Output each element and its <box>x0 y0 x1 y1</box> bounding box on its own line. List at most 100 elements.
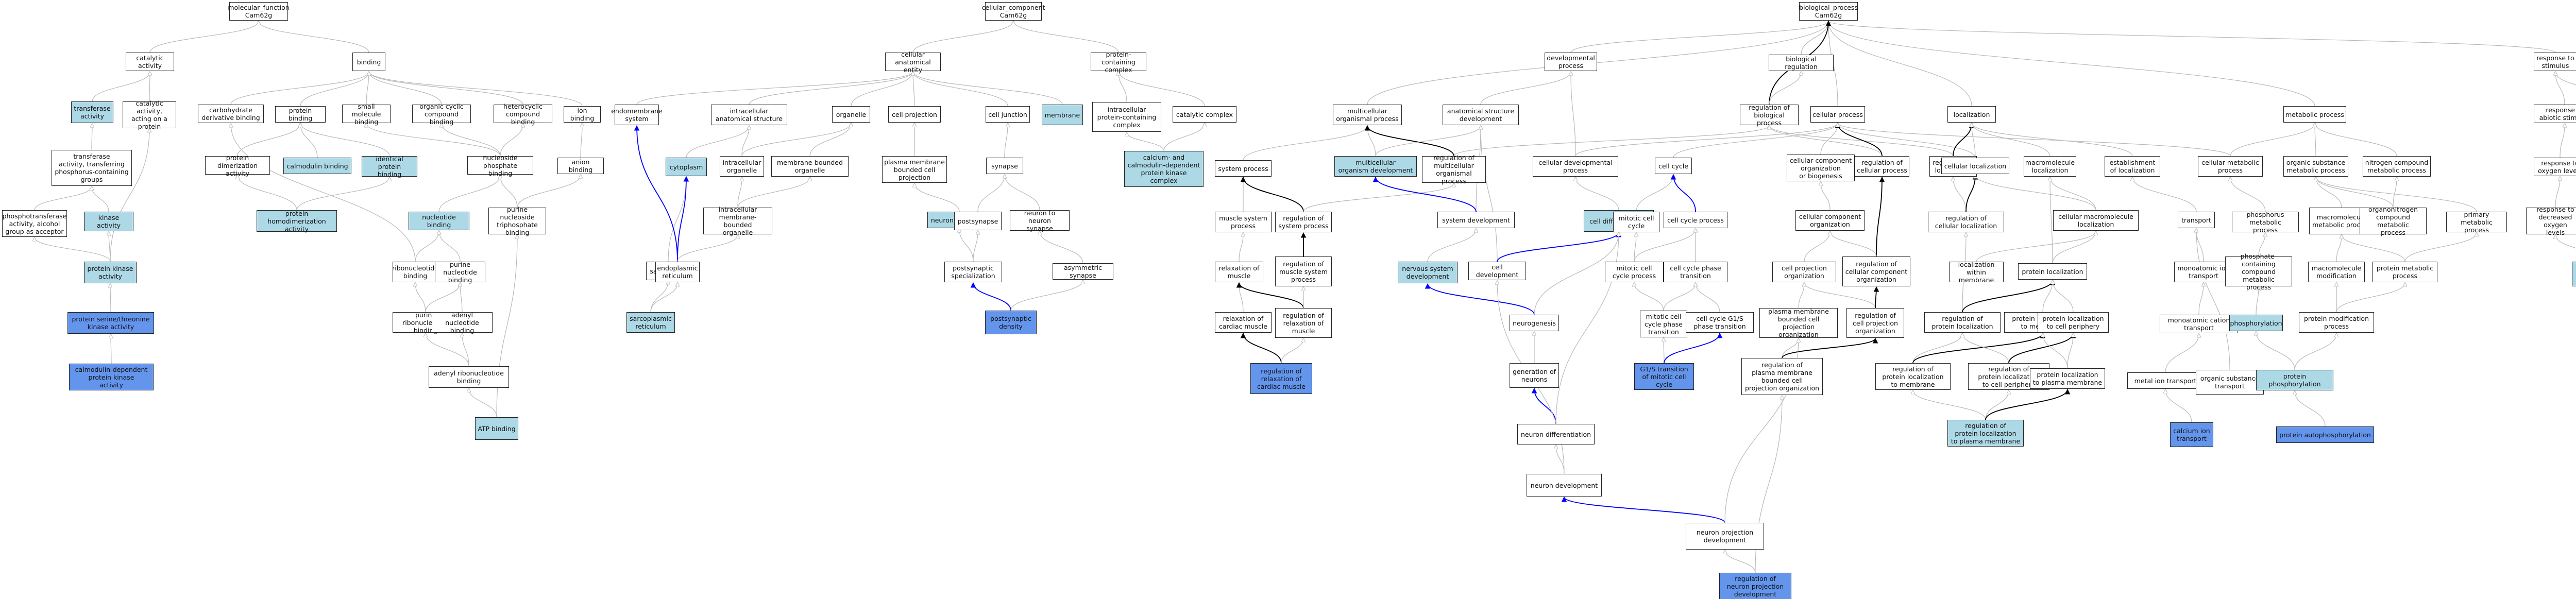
go-term-ionbind[interactable]: ion binding <box>564 106 601 123</box>
go-term-postsyn[interactable]: postsynapse <box>954 212 1002 230</box>
go-term-regprotlocpm[interactable]: regulation of protein localization to pl… <box>1947 420 2024 447</box>
go-term-cellmetab[interactable]: cellular metabolic process <box>2198 156 2263 177</box>
go-term-celldev[interactable]: cell development <box>1468 262 1526 280</box>
go-term-celldevproc[interactable]: cellular developmental process <box>1533 156 1618 177</box>
go-term-regrelaxmuscle[interactable]: regulation of relaxation of muscle <box>1275 308 1332 338</box>
go-term-protlocpm[interactable]: protein localization to plasma membrane <box>2030 368 2105 389</box>
go-term-protlocperiph[interactable]: protein localization to cell periphery <box>2038 312 2109 333</box>
go-term-celljunc[interactable]: cell junction <box>986 106 1030 123</box>
go-term-mf[interactable]: molecular_function Cam62g <box>228 2 290 21</box>
go-term-phosphotrans[interactable]: phosphotransferase activity, alcohol gro… <box>2 210 67 237</box>
go-term-mitoticproc[interactable]: mitotic cell cycle process <box>1605 262 1664 282</box>
go-term-phosphorylation[interactable]: phosphorylation <box>2229 315 2283 331</box>
go-term-calciumion[interactable]: calcium ion transport <box>2170 422 2213 447</box>
go-term-g1smitotic[interactable]: G1/S transition of mitotic cell cycle <box>1634 363 1694 390</box>
go-term-endomem[interactable]: endomembrane system <box>611 105 663 125</box>
go-term-mitotic[interactable]: mitotic cell cycle <box>1613 212 1659 232</box>
go-term-regmusclesys[interactable]: regulation of muscle system process <box>1275 256 1332 286</box>
go-term-regbio[interactable]: regulation of biological process <box>1740 104 1799 127</box>
go-term-g1s[interactable]: cell cycle G1/S phase transition <box>1686 312 1754 333</box>
go-term-monoatomic[interactable]: monoatomic ion transport <box>2174 262 2233 282</box>
go-term-neurondiff[interactable]: neuron differentiation <box>1517 424 1595 444</box>
go-term-intramemorg[interactable]: intracellular membrane-bounded organelle <box>703 206 772 236</box>
go-term-regcellproc[interactable]: regulation of cellular process <box>1855 156 1909 177</box>
go-term-catact[interactable]: catalytic activity <box>126 53 174 71</box>
go-term-kinase[interactable]: kinase activity <box>84 212 133 231</box>
go-term-metab[interactable]: metabolic process <box>2283 106 2346 123</box>
go-term-decoxygen[interactable]: response to decreased oxygen levels <box>2526 206 2576 236</box>
go-term-intraanat[interactable]: intracellular anatomical structure <box>711 105 787 125</box>
go-term-synapse[interactable]: synapse <box>986 158 1023 174</box>
go-term-calmod[interactable]: calmodulin binding <box>283 158 351 174</box>
go-term-intrapcc[interactable]: intracellular protein-containing complex <box>1092 102 1161 132</box>
go-term-regcellprojorg[interactable]: regulation of cell projection organizati… <box>1846 308 1904 338</box>
go-term-homodimer[interactable]: protein homodimerization activity <box>257 210 337 233</box>
go-term-catprot[interactable]: catalytic activity, acting on a protein <box>123 99 176 130</box>
go-term-orgsub[interactable]: organic substance metabolic process <box>2283 156 2348 177</box>
go-term-genneurons[interactable]: generation of neurons <box>1510 363 1559 388</box>
go-term-protphos[interactable]: protein phosphorylation <box>2256 370 2333 390</box>
go-term-locmem[interactable]: localization within membrane <box>1949 261 2004 284</box>
go-term-cae[interactable]: cellular anatomical entity <box>885 50 941 74</box>
go-term-nitrogen[interactable]: nitrogen compound metabolic process <box>2363 156 2431 177</box>
go-term-cellloc[interactable]: cellular localization <box>1941 158 2009 174</box>
go-term-heterocyc[interactable]: heterocyclic compound binding <box>494 102 552 126</box>
go-term-cellcycle[interactable]: cell cycle <box>1655 158 1692 174</box>
go-term-dimer[interactable]: protein dimerization activity <box>205 154 270 177</box>
go-term-n2n[interactable]: neuron to neuron synapse <box>1010 209 1070 232</box>
go-term-protloc[interactable]: protein localization <box>2018 263 2087 280</box>
go-term-membound[interactable]: membrane-bounded organelle <box>771 156 849 177</box>
go-term-cellprojorg[interactable]: cell projection organization <box>1772 262 1836 282</box>
go-term-devproc[interactable]: developmental process <box>1545 53 1597 71</box>
go-term-hypoxia[interactable]: response to hypoxia <box>2572 262 2576 286</box>
go-term-oxygen[interactable]: response to oxygen levels <box>2534 158 2576 176</box>
go-term-abiotic[interactable]: response to abiotic stimulus <box>2534 105 2576 123</box>
go-term-npd[interactable]: neuron projection development <box>1686 523 1764 550</box>
go-term-localization[interactable]: localization <box>1947 106 1996 123</box>
go-term-neurogenesis[interactable]: neurogenesis <box>1510 315 1559 331</box>
go-term-catcomplex[interactable]: catalytic complex <box>1173 106 1236 123</box>
go-term-estloc[interactable]: establishment of localization <box>2105 156 2160 177</box>
go-term-metalion[interactable]: metal ion transport <box>2127 372 2204 389</box>
go-term-stimulus[interactable]: response to stimulus <box>2534 53 2576 71</box>
go-term-orgnitro[interactable]: organonitrogen compound metabolic proces… <box>2360 206 2427 236</box>
go-term-nucphos[interactable]: nucleoside phosphate binding <box>467 154 533 177</box>
go-term-phasetrans[interactable]: cell cycle phase transition <box>1664 262 1727 282</box>
go-term-pmcporg[interactable]: plasma membrane bounded cell projection … <box>1759 307 1838 338</box>
go-term-asym[interactable]: asymmetric synapse <box>1053 263 1113 280</box>
go-term-neurondev[interactable]: neuron development <box>1527 474 1602 497</box>
go-term-regprotloc[interactable]: regulation of protein localization <box>1924 312 2001 333</box>
go-term-membrane[interactable]: membrane <box>1042 105 1083 125</box>
go-term-multiorg[interactable]: multicellular organismal process <box>1333 105 1402 125</box>
go-term-carbo[interactable]: carbohydrate derivative binding <box>198 105 264 123</box>
go-term-er[interactable]: endoplasmic reticulum <box>655 262 700 282</box>
go-term-transphos[interactable]: transferase activity, transferring phosp… <box>52 150 132 186</box>
go-term-intraorg[interactable]: intracellular organelle <box>720 156 764 177</box>
go-term-bioreg[interactable]: biological regulation <box>1769 55 1834 71</box>
go-term-ccob[interactable]: cellular component organization or bioge… <box>1787 155 1855 181</box>
go-term-regcardiac[interactable]: regulation of relaxation of cardiac musc… <box>1250 363 1312 394</box>
go-term-macromod[interactable]: macromolecule modification <box>2308 262 2365 282</box>
go-term-regnpo[interactable]: regulation of plasma membrane bounded ce… <box>1741 358 1823 395</box>
go-term-nervous[interactable]: nervous system development <box>1398 262 1458 283</box>
go-term-transferase[interactable]: transferase activity <box>71 101 113 123</box>
go-term-regmulti[interactable]: regulation of multicellular organismal p… <box>1422 154 1486 185</box>
go-term-psd[interactable]: postsynaptic density <box>985 311 1037 334</box>
go-term-cellmacroloc[interactable]: cellular macromolecule localization <box>2053 210 2139 231</box>
go-term-cellproj[interactable]: cell projection <box>888 106 941 123</box>
go-term-protbind[interactable]: protein binding <box>275 106 326 123</box>
go-term-smallmol[interactable]: small molecule binding <box>342 102 391 126</box>
go-term-sysproc[interactable]: system process <box>1215 160 1272 177</box>
go-term-relaxmuscle[interactable]: relaxation of muscle <box>1215 262 1263 282</box>
go-term-camk[interactable]: calcium- and calmodulin-dependent protei… <box>1124 151 1204 187</box>
go-term-bp[interactable]: biological_process Cam62g <box>1799 2 1858 21</box>
go-term-regprotlocmem[interactable]: regulation of protein localization to me… <box>1875 363 1951 390</box>
go-term-regsys[interactable]: regulation of system process <box>1275 212 1332 232</box>
go-term-organiccyc[interactable]: organic cyclic compound binding <box>412 102 471 126</box>
go-term-purinenuc[interactable]: purine nucleotide binding <box>435 261 485 284</box>
go-term-orgsubtrans[interactable]: organic substance transport <box>2196 370 2264 395</box>
go-term-pmbcp[interactable]: plasma membrane bounded cell projection <box>882 156 947 183</box>
go-term-protkinase[interactable]: protein kinase activity <box>84 262 137 283</box>
go-term-sysdev[interactable]: system development <box>1437 212 1515 228</box>
go-term-sr[interactable]: sarcoplasmic reticulum <box>626 312 675 333</box>
